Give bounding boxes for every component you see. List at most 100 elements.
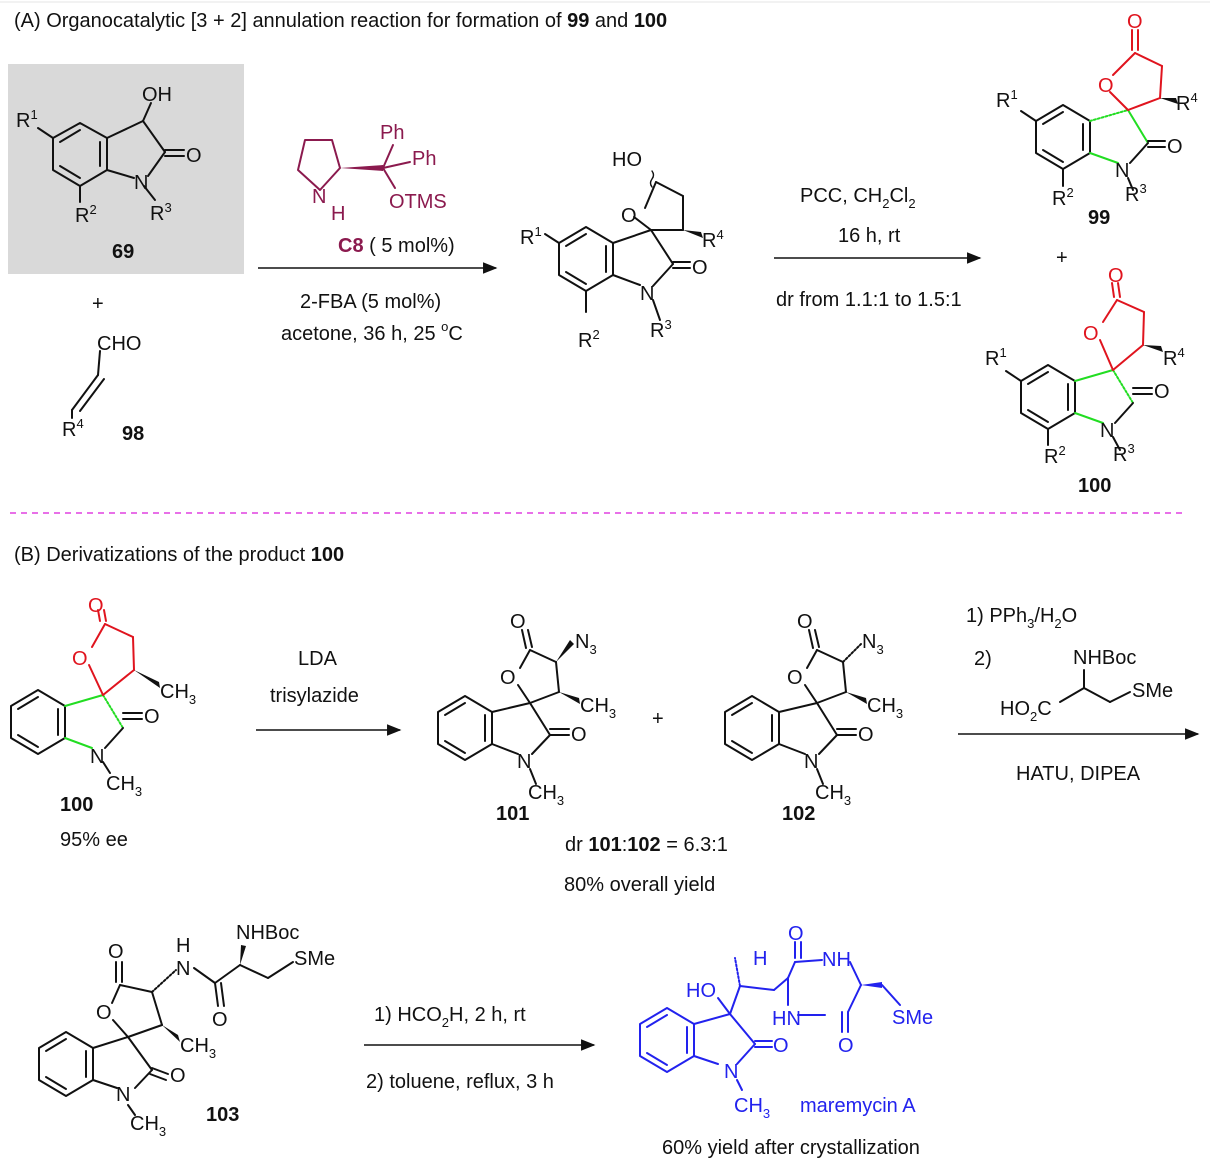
n-label: N xyxy=(134,172,148,194)
final-yield: 60% yield after crystallization xyxy=(662,1137,920,1159)
product-100: O O O N R1 R2 R3 R4 100 xyxy=(985,265,1185,497)
svg-text:H: H xyxy=(753,948,767,970)
r1-label: R1 xyxy=(16,107,38,132)
step3-line2: 2) xyxy=(974,648,992,670)
substrate-69: OH O N R1 R2 R3 69 xyxy=(8,64,244,274)
svg-text:O: O xyxy=(212,1009,228,1031)
reagent-lda: LDA xyxy=(298,648,338,670)
boc-cysteine-reagent: NHBoc SMe HO2C xyxy=(1000,647,1173,724)
otms-label: OTMS xyxy=(389,191,447,213)
intermediate-hemiacetal: HO O O N R1 R2 R3 R4 xyxy=(520,149,724,352)
conditions-line2: acetone, 36 h, 25 oC xyxy=(281,319,463,345)
compound-label-100: 100 xyxy=(1078,475,1111,497)
overall-yield: 80% overall yield xyxy=(564,874,715,896)
carbonyl-o: O xyxy=(186,145,202,167)
svg-text:R2: R2 xyxy=(1052,185,1074,210)
svg-text:R4: R4 xyxy=(702,227,724,252)
svg-text:O: O xyxy=(108,941,124,963)
section-a-title: (A) Organocatalytic [3 + 2] annulation r… xyxy=(14,10,667,32)
product-101: O O O N N3 CH3 CH3 101 xyxy=(437,611,616,825)
svg-text:N3: N3 xyxy=(862,631,884,657)
svg-text:R3: R3 xyxy=(650,317,672,342)
ph-label-2: Ph xyxy=(412,148,436,170)
svg-text:O: O xyxy=(692,257,708,279)
svg-text:CH3: CH3 xyxy=(160,681,196,707)
svg-text:CH3: CH3 xyxy=(106,773,142,799)
svg-text:N: N xyxy=(90,746,104,768)
svg-text:O: O xyxy=(571,724,587,746)
step4-line2: 2) toluene, reflux, 3 h xyxy=(366,1071,554,1093)
svg-text:O: O xyxy=(144,706,160,728)
ph-label-1: Ph xyxy=(380,122,404,144)
dr-ratio: dr 101:102 = 6.3:1 xyxy=(565,834,728,856)
step2-line2: 16 h, rt xyxy=(838,225,901,247)
svg-text:HO: HO xyxy=(686,980,716,1002)
plus-sign-a1: + xyxy=(92,293,104,315)
svg-text:O: O xyxy=(1083,323,1099,345)
svg-text:O: O xyxy=(96,1002,112,1024)
svg-text:CH3: CH3 xyxy=(130,1113,166,1139)
product-102: O O O N N3 CH3 CH3 102 xyxy=(724,611,903,825)
svg-text:CH3: CH3 xyxy=(580,695,616,721)
svg-text:O: O xyxy=(1167,136,1183,158)
maremycin-name: maremycin A xyxy=(800,1095,916,1117)
compound-label-100-start: 100 xyxy=(60,794,93,816)
svg-text:N: N xyxy=(804,751,818,773)
product-99: O O O N R1 R2 R3 R4 99 xyxy=(996,11,1198,229)
svg-text:O: O xyxy=(838,1035,854,1057)
svg-text:O: O xyxy=(1154,381,1170,403)
svg-text:CH3: CH3 xyxy=(734,1095,770,1121)
svg-text:R1: R1 xyxy=(996,87,1018,112)
catalyst-c8: Ph Ph OTMS N H xyxy=(297,122,447,225)
product-103: O O O N H N O NHBoc SMe CH3 CH3 103 xyxy=(38,922,335,1139)
svg-text:N: N xyxy=(176,958,190,980)
svg-text:O: O xyxy=(1108,265,1124,287)
ring-o-label: O xyxy=(621,205,637,227)
svg-text:CH3: CH3 xyxy=(180,1035,216,1061)
svg-text:O: O xyxy=(88,595,104,617)
compound-label-101: 101 xyxy=(496,803,529,825)
svg-text:R3: R3 xyxy=(1125,181,1147,206)
start-ee: 95% ee xyxy=(60,829,128,851)
nh-h-label: H xyxy=(331,203,345,225)
oh-label: OH xyxy=(142,84,172,106)
svg-text:O: O xyxy=(170,1065,186,1087)
nh-n-label: N xyxy=(312,186,326,208)
svg-text:R2: R2 xyxy=(578,327,600,352)
r3-label: R3 xyxy=(150,200,172,225)
svg-text:R2: R2 xyxy=(1044,443,1066,468)
svg-text:O: O xyxy=(510,611,526,633)
ho-label: HO xyxy=(612,149,642,171)
svg-text:O: O xyxy=(788,923,804,945)
svg-text:R4: R4 xyxy=(1163,345,1185,370)
svg-text:NHBoc: NHBoc xyxy=(1073,647,1136,669)
svg-text:R1: R1 xyxy=(985,345,1007,370)
compound-label-102: 102 xyxy=(782,803,815,825)
plus-sign-a2: + xyxy=(1056,247,1068,269)
svg-text:N: N xyxy=(517,751,531,773)
svg-text:HO2C: HO2C xyxy=(1000,698,1052,724)
compound-label-98: 98 xyxy=(122,423,144,445)
step2-line3: dr from 1.1:1 to 1.5:1 xyxy=(776,289,962,311)
svg-text:N: N xyxy=(116,1084,130,1106)
svg-text:N: N xyxy=(724,1061,738,1083)
compound-label-103: 103 xyxy=(206,1104,239,1126)
svg-text:O: O xyxy=(797,611,813,633)
r4-label: R4 xyxy=(62,416,84,441)
step2-line1: PCC, CH2Cl2 xyxy=(800,185,916,211)
svg-text:SMe: SMe xyxy=(892,1007,933,1029)
substrate-98: CHO R4 98 xyxy=(62,333,144,445)
svg-text:SMe: SMe xyxy=(1132,680,1173,702)
svg-text:H: H xyxy=(176,935,190,957)
svg-text:N: N xyxy=(1115,160,1129,182)
conditions-line1: 2-FBA (5 mol%) xyxy=(300,291,441,313)
section-b-title: (B) Derivatizations of the product 100 xyxy=(14,544,344,566)
step3-line1: 1) PPh3/H2O xyxy=(966,605,1077,631)
svg-text:CH3: CH3 xyxy=(867,695,903,721)
svg-text:O: O xyxy=(787,667,803,689)
r2-label: R2 xyxy=(75,202,97,227)
step3-reagents: HATU, DIPEA xyxy=(1016,763,1141,785)
svg-text:CH3: CH3 xyxy=(815,782,851,808)
svg-text:N3: N3 xyxy=(575,631,597,657)
